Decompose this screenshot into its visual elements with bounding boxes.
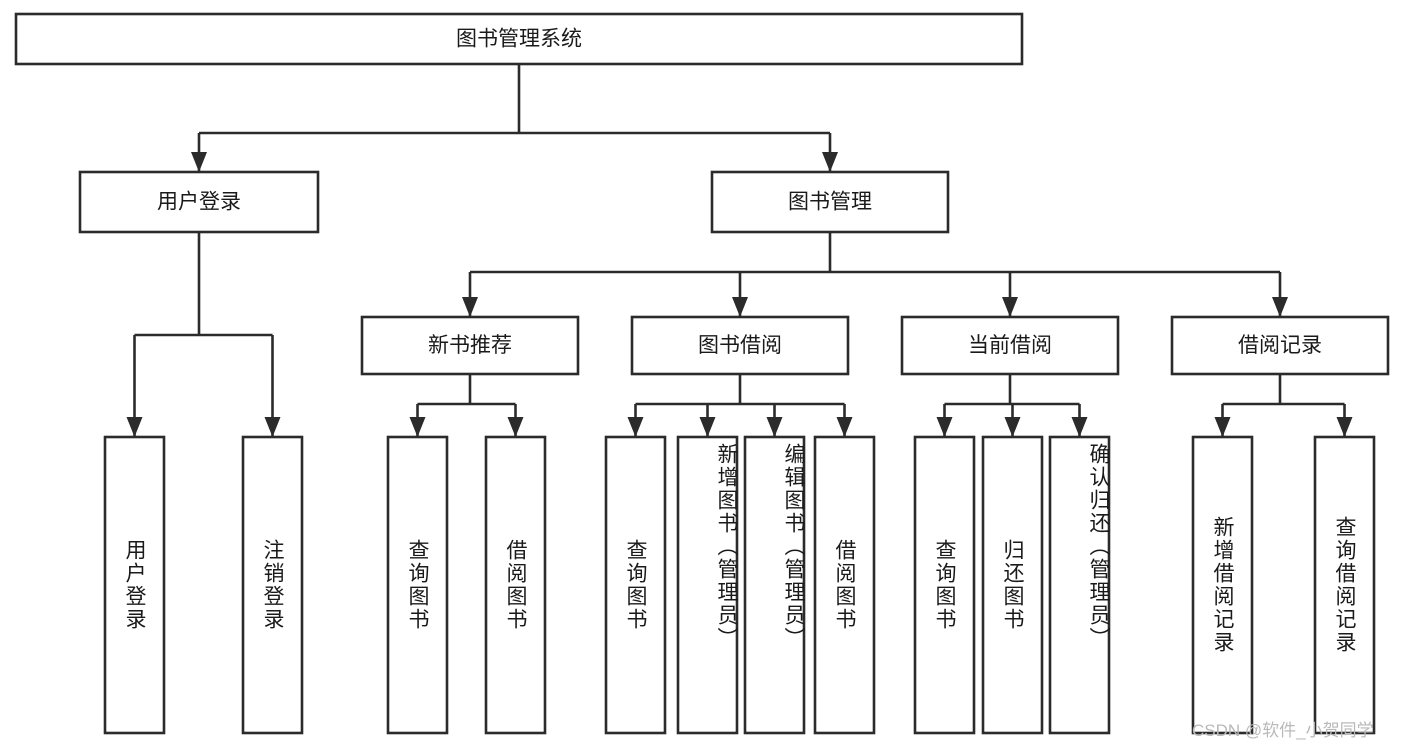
node-box-leaf-add-book-admin[interactable] (676, 435, 739, 735)
csdn-watermark: CSDN @软件_小贺同学 (1192, 721, 1374, 740)
node-leaf-confirm-return-admin[interactable] (1048, 435, 1111, 735)
book-manage-to-level3-arrow-2 (1002, 297, 1018, 317)
new-book-recommend-to-leaves-arrow-1 (507, 417, 524, 437)
node-leaf-add-book-admin[interactable] (676, 435, 739, 735)
node-box-leaf-query-book-cur[interactable] (913, 435, 976, 735)
node-box-leaf-logout[interactable] (241, 435, 304, 735)
node-leaf-query-book-bor[interactable] (604, 435, 667, 735)
node-new-book-recommend[interactable]: 新书推荐 (360, 315, 580, 376)
node-box-leaf-borrow-book-rec[interactable] (484, 435, 547, 735)
node-borrow-record[interactable]: 借阅记录 (1170, 315, 1390, 376)
node-box-leaf-confirm-return-admin[interactable] (1048, 435, 1111, 735)
book-borrow-to-leaves-arrow-3 (836, 417, 853, 437)
node-leaf-query-book-rec[interactable] (386, 435, 449, 735)
node-leaf-edit-book-admin[interactable] (743, 435, 806, 735)
node-box-new-book-recommend[interactable] (360, 315, 580, 376)
node-leaf-borrow-book-rec[interactable] (484, 435, 547, 735)
node-book-borrow[interactable]: 图书借阅 (630, 315, 850, 376)
node-box-book-borrow[interactable] (630, 315, 850, 376)
book-manage-to-level3-arrow-3 (1272, 297, 1288, 317)
root-to-level2-arrow-0 (191, 152, 207, 172)
node-leaf-return-book[interactable] (981, 435, 1044, 735)
node-leaf-user-login[interactable] (103, 435, 166, 735)
node-label-user-login: 用户登录 (157, 191, 241, 214)
borrow-record-to-leaves-arrow-0 (1214, 417, 1231, 437)
node-label-borrow-record: 借阅记录 (1238, 334, 1322, 357)
book-manage-to-level3-arrow-1 (732, 297, 748, 317)
user-login-to-leaves-arrow-1 (264, 417, 281, 437)
current-borrow-to-leaves-arrow-0 (936, 417, 953, 437)
new-book-recommend-to-leaves-arrow-0 (409, 417, 426, 437)
node-user-login[interactable]: 用户登录 (78, 170, 320, 234)
node-box-user-login[interactable] (78, 170, 320, 234)
node-box-book-manage[interactable] (710, 170, 950, 234)
node-leaf-borrow-book-bor[interactable] (813, 435, 876, 735)
node-box-borrow-record[interactable] (1170, 315, 1390, 376)
node-box-current-borrow[interactable] (900, 315, 1120, 376)
current-borrow-to-leaves-arrow-1 (1004, 417, 1021, 437)
node-leaf-query-record[interactable] (1313, 435, 1376, 735)
node-book-manage[interactable]: 图书管理 (710, 170, 950, 234)
node-root[interactable]: 图书管理系统 (14, 12, 1024, 66)
node-box-leaf-query-record[interactable] (1313, 435, 1376, 735)
borrow-record-to-leaves-arrow-1 (1336, 417, 1353, 437)
book-borrow-to-leaves-arrow-1 (699, 417, 716, 437)
node-label-root: 图书管理系统 (456, 28, 582, 51)
node-box-leaf-borrow-book-bor[interactable] (813, 435, 876, 735)
node-current-borrow[interactable]: 当前借阅 (900, 315, 1120, 376)
user-login-to-leaves-arrow-0 (126, 417, 143, 437)
node-box-leaf-add-record[interactable] (1191, 435, 1254, 735)
node-label-book-borrow: 图书借阅 (698, 334, 782, 357)
book-borrow-to-leaves-arrow-0 (627, 417, 644, 437)
node-box-leaf-user-login[interactable] (103, 435, 166, 735)
node-box-leaf-query-book-rec[interactable] (386, 435, 449, 735)
node-box-leaf-return-book[interactable] (981, 435, 1044, 735)
node-leaf-add-record[interactable] (1191, 435, 1254, 735)
node-label-current-borrow: 当前借阅 (968, 334, 1052, 357)
root-to-level2-arrow-1 (822, 152, 838, 172)
node-label-new-book-recommend: 新书推荐 (428, 334, 512, 357)
node-box-leaf-edit-book-admin[interactable] (743, 435, 806, 735)
node-label-book-manage: 图书管理 (788, 191, 872, 214)
book-borrow-to-leaves-arrow-2 (766, 417, 783, 437)
node-box-leaf-query-book-bor[interactable] (604, 435, 667, 735)
current-borrow-to-leaves-arrow-2 (1071, 417, 1088, 437)
node-box-root[interactable] (14, 12, 1024, 66)
node-leaf-query-book-cur[interactable] (913, 435, 976, 735)
book-manage-to-level3-arrow-0 (462, 297, 478, 317)
connectors-layer (126, 64, 1353, 437)
node-leaf-logout[interactable] (241, 435, 304, 735)
